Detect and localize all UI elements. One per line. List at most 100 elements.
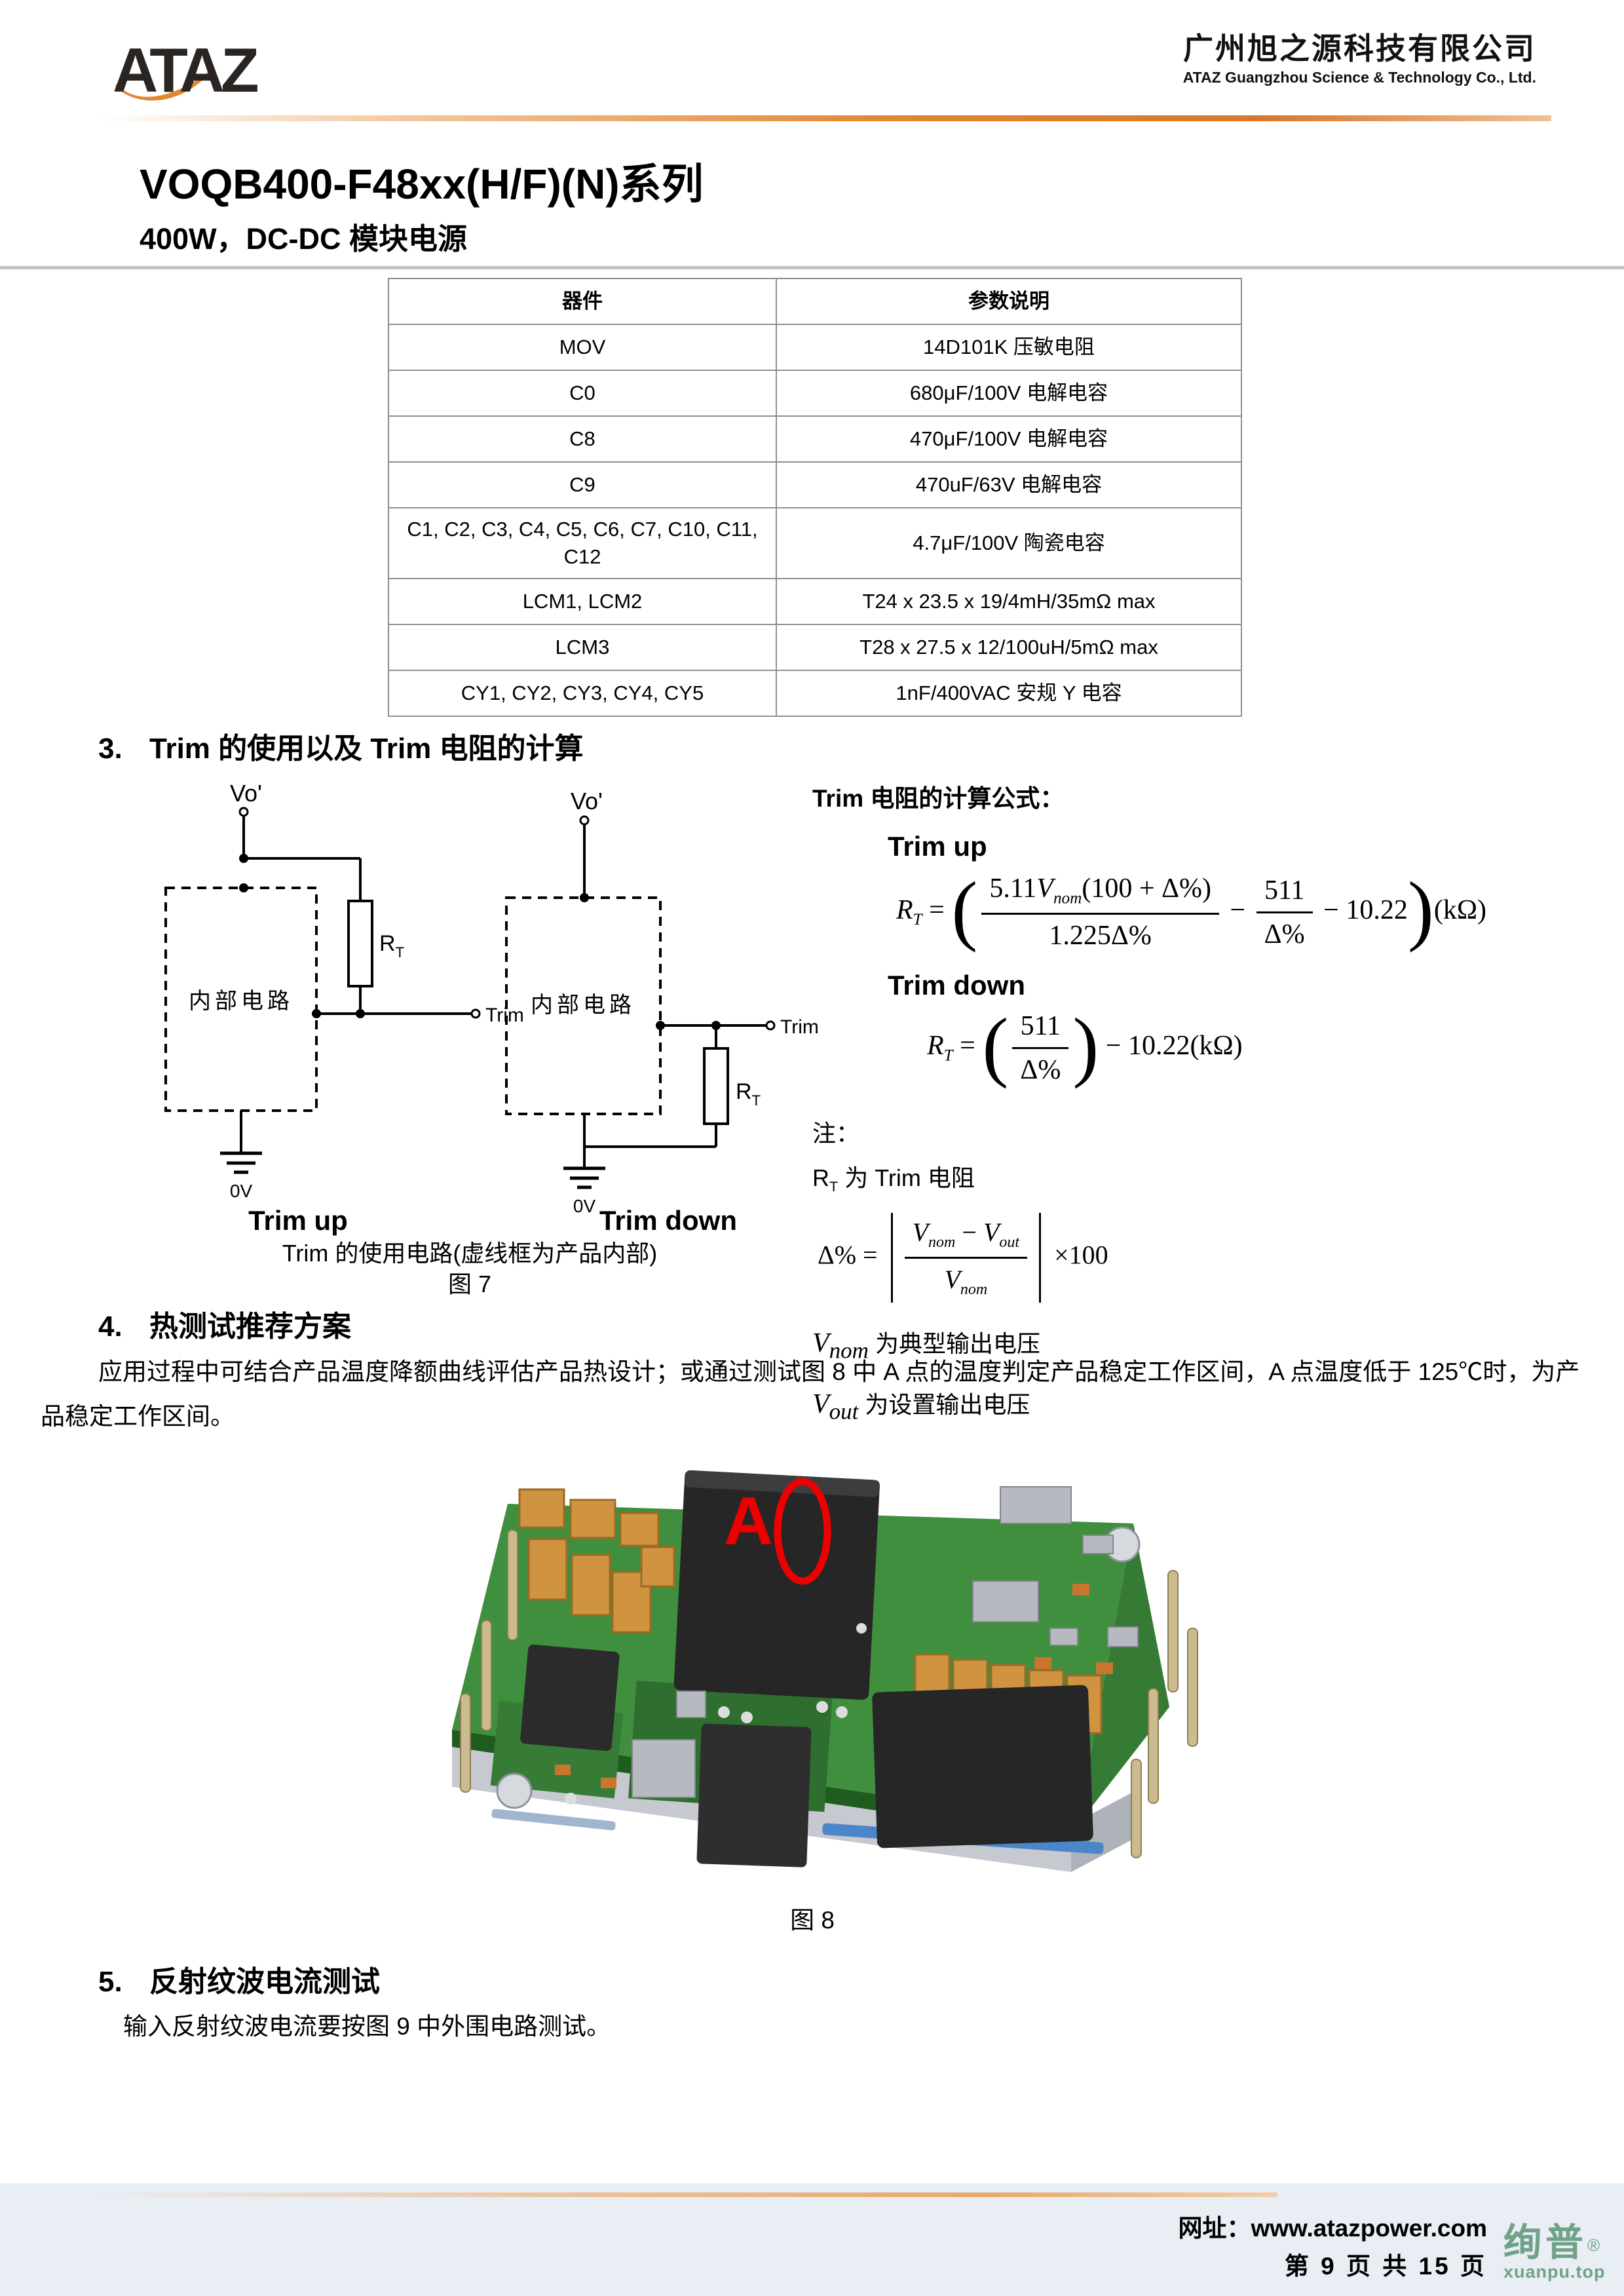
junction-dot xyxy=(656,1021,665,1030)
website-label: 网址： xyxy=(1178,2215,1251,2242)
figure7-caption: Trim 的使用电路(虚线框为产品内部) xyxy=(282,1240,658,1267)
company-name-en: ATAZ Guangzhou Science & Technology Co.,… xyxy=(1182,68,1536,86)
vo-terminal xyxy=(238,807,249,817)
watermark-text: 绚普 xyxy=(1503,2221,1588,2264)
svg-text:RT: RT xyxy=(736,1079,761,1109)
company-block: 广州旭之源科技有限公司 ATAZ Guangzhou Science & Tec… xyxy=(1183,31,1536,86)
var-v-sub: nom xyxy=(1053,889,1082,908)
resistor xyxy=(347,900,373,987)
open-paren: ( xyxy=(951,866,978,953)
cell-device: CY1, CY2, CY3, CY4, CY5 xyxy=(388,670,777,717)
cell-device: LCM1, LCM2 xyxy=(388,578,777,625)
table-header-row: 器件 参数说明 xyxy=(388,278,1242,325)
cell-params: 4.7μF/100V 陶瓷电容 xyxy=(776,507,1242,579)
var-nom: nom xyxy=(960,1280,988,1298)
internal-circuit-label: 内部电路 xyxy=(531,993,635,1018)
company-name-cn: 广州旭之源科技有限公司 xyxy=(1183,31,1536,66)
table-row: C9 470uF/63V 电解电容 xyxy=(388,461,1242,508)
var-v: V xyxy=(912,1217,929,1247)
col-header-params: 参数说明 xyxy=(776,278,1242,325)
transformer-block xyxy=(872,1685,1093,1848)
component-table: 器件 参数说明 MOV 14D101K 压敏电阻 C0 680μF/100V 电… xyxy=(388,278,1242,717)
table-row: C0 680μF/100V 电解电容 xyxy=(388,370,1242,417)
section-5-paragraph: 输入反射纹波电流要按图 9 中外围电路测试。 xyxy=(123,2013,611,2040)
trim-terminal xyxy=(765,1020,776,1031)
table-row: C8 470μF/100V 电解电容 xyxy=(388,415,1242,463)
num: 511 xyxy=(1012,1009,1069,1050)
figure8-label: 图 8 xyxy=(790,1907,835,1934)
den: Δ% xyxy=(1020,1055,1061,1086)
var-out: out xyxy=(829,1398,859,1425)
cell-params: T24 x 23.5 x 19/4mH/35mΩ max xyxy=(776,578,1242,625)
website-url: www.atazpower.com xyxy=(1251,2215,1488,2242)
definition-text: 为典型输出电压 xyxy=(868,1330,1040,1357)
section-number: 4. xyxy=(98,1311,123,1343)
definition-text: 为设置输出电压 xyxy=(858,1390,1030,1418)
header-divider xyxy=(97,115,1551,121)
vo-label: Vo' xyxy=(230,780,262,807)
close-paren: ) xyxy=(1072,1001,1099,1089)
tail: − 10.22(kΩ) xyxy=(1105,1031,1243,1062)
trim-terminal xyxy=(470,1008,481,1019)
trim-up-caption: Trim up xyxy=(248,1205,348,1236)
var-nom: nom xyxy=(928,1233,956,1251)
section-4-heading: 4.热测试推荐方案 xyxy=(98,1303,351,1345)
cell-params: 680μF/100V 电解电容 xyxy=(776,370,1242,417)
trim-label: Trim xyxy=(485,1004,524,1026)
table-row: C1, C2, C3, C4, C5, C6, C7, C10, C11, C1… xyxy=(388,507,1242,579)
ground-icon xyxy=(220,1151,262,1174)
ataz-logo: ATAZ xyxy=(113,35,261,105)
var-v: V xyxy=(983,1217,1000,1247)
cell-params: 470uF/63V 电解电容 xyxy=(776,461,1242,508)
figure7-trim-circuits: Vo' RT 内部电路 Trim 0V Vo' RT xyxy=(164,780,819,1297)
rt-sub: T xyxy=(752,1092,761,1109)
num: 5.11 xyxy=(989,873,1037,904)
cell-device: MOV xyxy=(388,324,777,371)
note-rt: RT 为 Trim 电阻 xyxy=(812,1159,1605,1195)
page-subtitle: 400W，DC-DC 模块电源 xyxy=(140,222,468,256)
component-block xyxy=(520,1644,620,1751)
cell-device: C8 xyxy=(388,415,777,463)
logo-swoosh-icon xyxy=(115,67,215,101)
var-rt: R xyxy=(812,1164,829,1192)
watermark-site: xuanpu.top xyxy=(1503,2262,1606,2282)
rt-sub: T xyxy=(396,944,404,961)
website: 网址：www.atazpower.com xyxy=(1179,2208,1488,2244)
fraction: 5.11Vnom(100 + Δ%)1.225Δ% xyxy=(981,871,1219,953)
section-3-heading: 3.Trim 的使用以及 Trim 电阻的计算 xyxy=(98,725,584,767)
junction-dot xyxy=(356,1009,365,1018)
section-number: 3. xyxy=(98,733,123,765)
section-4-paragraph: 应用过程中可结合产品温度降额曲线评估产品热设计；或通过测试图 8 中 A 点的温… xyxy=(41,1358,1580,1430)
open-paren: ( xyxy=(982,1001,1009,1089)
unit: (kΩ) xyxy=(1433,894,1487,925)
internal-circuit-label: 内部电路 xyxy=(189,989,293,1014)
var-v: V xyxy=(812,1328,829,1358)
point-a-circle xyxy=(774,1478,831,1585)
trim-up-circuit xyxy=(164,807,481,1174)
trim-down-caption: Trim down xyxy=(599,1205,737,1236)
var-out: out xyxy=(999,1233,1020,1251)
vo-label: Vo' xyxy=(571,788,603,814)
trim-down-label: Trim down xyxy=(888,970,1025,1001)
table-row: LCM1, LCM2 T24 x 23.5 x 19/4mH/35mΩ max xyxy=(388,578,1242,625)
registered-icon: ® xyxy=(1587,2235,1600,2255)
module-pins xyxy=(460,1529,1198,1858)
gnd-label: 0V xyxy=(573,1196,596,1216)
transformer-block xyxy=(673,1470,880,1700)
table-row: CY1, CY2, CY3, CY4, CY5 1nF/400VAC 安规 Y … xyxy=(388,670,1242,717)
trim-formula-column: Trim 电阻的计算公式： Trim up RT = (5.11Vnom(100… xyxy=(812,778,1605,1425)
num: (100 + Δ%) xyxy=(1082,873,1211,904)
component-block xyxy=(696,1723,812,1867)
minus: − xyxy=(1230,894,1246,925)
ic-chips xyxy=(632,1486,1139,1798)
var-rt: R xyxy=(896,894,913,925)
cell-params: T28 x 27.5 x 12/100uH/5mΩ max xyxy=(776,624,1242,671)
capacitor-bank xyxy=(518,1488,675,1634)
ground-icon xyxy=(563,1166,605,1189)
var-rt-sub: T xyxy=(943,1046,953,1065)
svg-text:RT: RT xyxy=(379,931,404,961)
